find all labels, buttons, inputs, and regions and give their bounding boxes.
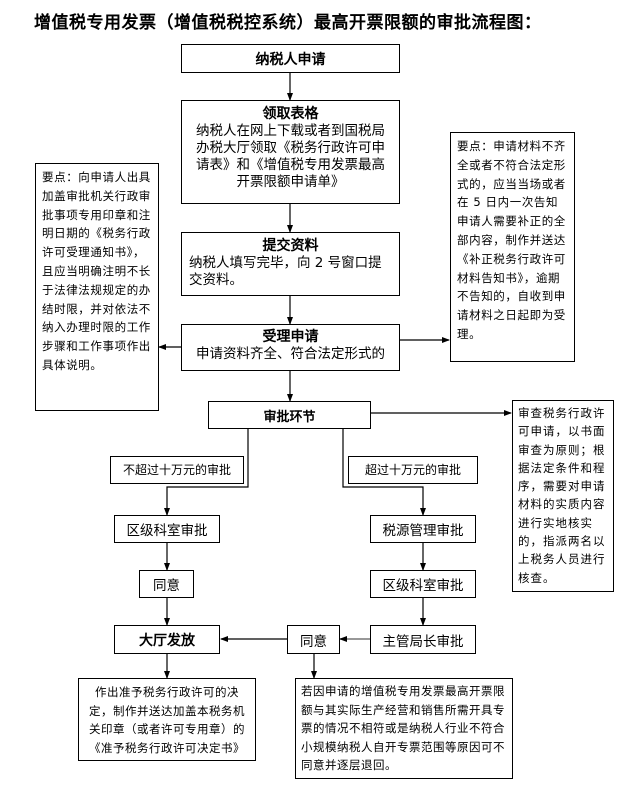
step-right-source-label: 税源管理审批: [382, 523, 464, 539]
step-right-district-label: 区级科室审批: [382, 578, 464, 594]
note-right-review: 审查税务行政许可申请，以书面审查为原则；根据法定条件和程序，需要对申请材料的实质…: [512, 400, 614, 592]
step-right-director-label: 主管局长审批: [382, 633, 464, 650]
step-right-director: 主管局长审批: [370, 625, 476, 654]
note-right-top: 要点：申请材料不齐全或者不符合法定形式的，应当当场或者在 5 日内一次告知申请人…: [450, 132, 575, 362]
step-right-agree: 同意: [287, 625, 340, 654]
step-hall-issue: 大厅发放: [114, 625, 220, 654]
step-left-district-label: 区级科室审批: [126, 523, 208, 539]
note-left: 要点：向申请人出具加盖审批机关行政审批事项专用印章和注明日期的《税务行政许可受理…: [35, 163, 159, 411]
step-accept: 受理申请 申请资料齐全、符合法定形式的: [181, 324, 400, 371]
branch-low: 不超过十万元的审批: [110, 456, 244, 484]
branch-low-label: 不超过十万元的审批: [122, 463, 231, 477]
step-hall-issue-label: 大厅发放: [139, 632, 195, 649]
step-reject: 若因申请的增值税专用发票最高开票限额与其实际生产经营和销售所需开具专票的情况不相…: [295, 678, 513, 779]
step-review: 审批环节: [208, 401, 371, 429]
step-get-form-text: 纳税人在网上下载或者到国税局办税大厅领取《税务行政许可申请表》和《增值税专用发票…: [196, 123, 385, 190]
step-right-agree-label: 同意: [300, 633, 327, 650]
step-submit: 提交资料 纳税人填写完毕，向 2 号窗口提交资料。: [181, 232, 400, 296]
step-submit-heading: 提交资料: [262, 238, 319, 254]
step-get-form: 领取表格 纳税人在网上下载或者到国税局办税大厅领取《税务行政许可申请表》和《增值…: [181, 100, 400, 204]
step-decision-text: 作出准予税务行政许可的决定，制作并送达加盖本税务机关印章（或者许可专用章）的《准…: [89, 685, 245, 755]
step-decision: 作出准予税务行政许可的决定，制作并送达加盖本税务机关印章（或者许可专用章）的《准…: [78, 678, 256, 761]
step-apply-label: 纳税人申请: [255, 51, 326, 68]
note-left-text: 要点：向申请人出具加盖审批机关行政审批事项专用印章和注明日期的《税务行政许可受理…: [42, 170, 151, 372]
step-get-form-heading: 领取表格: [262, 106, 319, 122]
step-accept-text: 申请资料齐全、符合法定形式的: [196, 346, 385, 362]
line-review-to-low: [164, 428, 249, 516]
step-reject-text: 若因申请的增值税专用发票最高开票限额与其实际生产经营和销售所需开具专票的情况不相…: [301, 684, 505, 772]
step-submit-text: 纳税人填写完毕，向 2 号窗口提交资料。: [189, 255, 382, 288]
note-right-top-text: 要点：申请材料不齐全或者不符合法定形式的，应当当场或者在 5 日内一次告知申请人…: [457, 139, 566, 341]
branch-high-label: 超过十万元的审批: [364, 463, 461, 477]
step-review-label: 审批环节: [263, 409, 316, 425]
step-apply: 纳税人申请: [181, 44, 400, 73]
branch-high: 超过十万元的审批: [348, 456, 478, 484]
step-right-source: 税源管理审批: [370, 515, 476, 543]
page-title: 增值税专用发票（增值税税控系统）最高开票限额的审批流程图：: [34, 13, 542, 33]
step-accept-heading: 受理申请: [262, 329, 319, 345]
note-right-review-text: 审查税务行政许可申请，以书面审查为原则；根据法定条件和程序，需要对申请材料的实质…: [518, 406, 606, 585]
step-left-agree-label: 同意: [153, 578, 180, 594]
step-left-district: 区级科室审批: [114, 515, 220, 543]
step-right-district: 区级科室审批: [370, 570, 476, 598]
line-review-to-high: [342, 428, 426, 516]
step-left-agree: 同意: [139, 570, 194, 598]
